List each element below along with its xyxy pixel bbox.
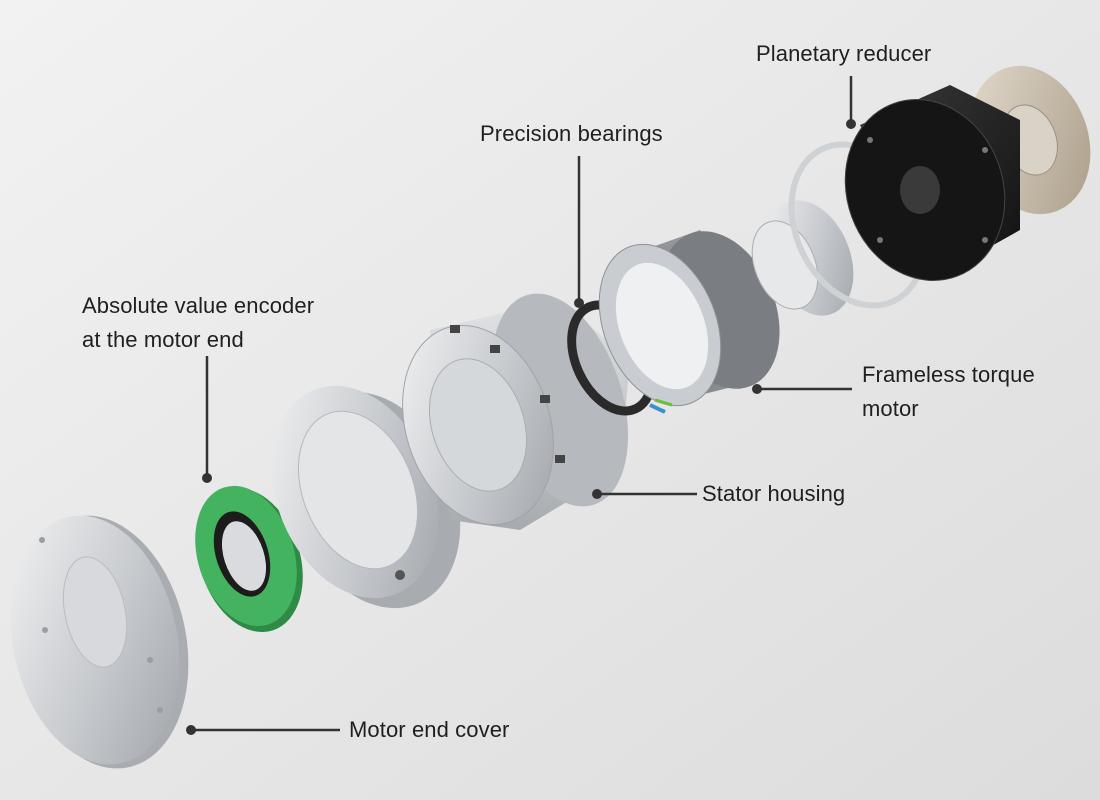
label-precision-bearings: Precision bearings xyxy=(480,121,663,146)
label-encoder: Absolute value encoder at the motor end xyxy=(82,293,315,352)
frameless-torque-motor xyxy=(598,230,780,414)
label-frameless-torque-motor: Frameless torque motor xyxy=(862,362,1035,421)
label-motor-end-cover: Motor end cover xyxy=(349,717,510,742)
stator-housing xyxy=(402,293,630,530)
planetary-reducer xyxy=(844,65,1091,281)
label-stator-housing: Stator housing xyxy=(702,481,846,506)
label-planetary-reducer: Planetary reducer xyxy=(756,41,932,66)
absolute-encoder xyxy=(195,485,303,633)
motor-end-cover xyxy=(10,515,189,769)
leader-lines xyxy=(186,76,856,735)
